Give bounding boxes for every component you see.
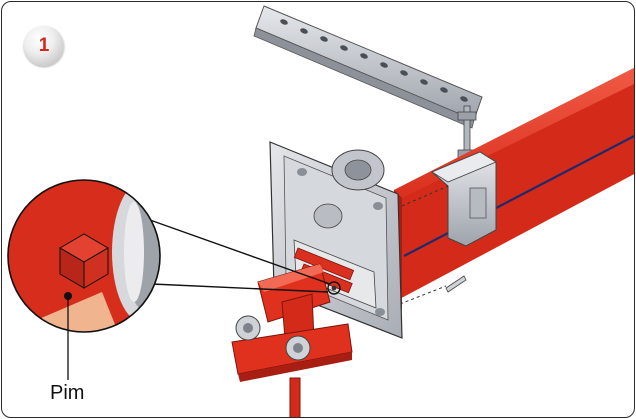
step-number-badge: 1 [24, 26, 64, 66]
connector-trolley [231, 263, 353, 417]
magnified-detail [7, 179, 161, 380]
slotted-channel [253, 5, 483, 129]
rail-clamp [431, 151, 497, 247]
terminal-pin-cube [59, 233, 109, 289]
callout-lines [149, 219, 331, 293]
alignment-lines [399, 185, 449, 305]
screw [445, 275, 467, 293]
step-number: 1 [38, 35, 50, 56]
callout-label-pim: Pim [50, 382, 85, 404]
